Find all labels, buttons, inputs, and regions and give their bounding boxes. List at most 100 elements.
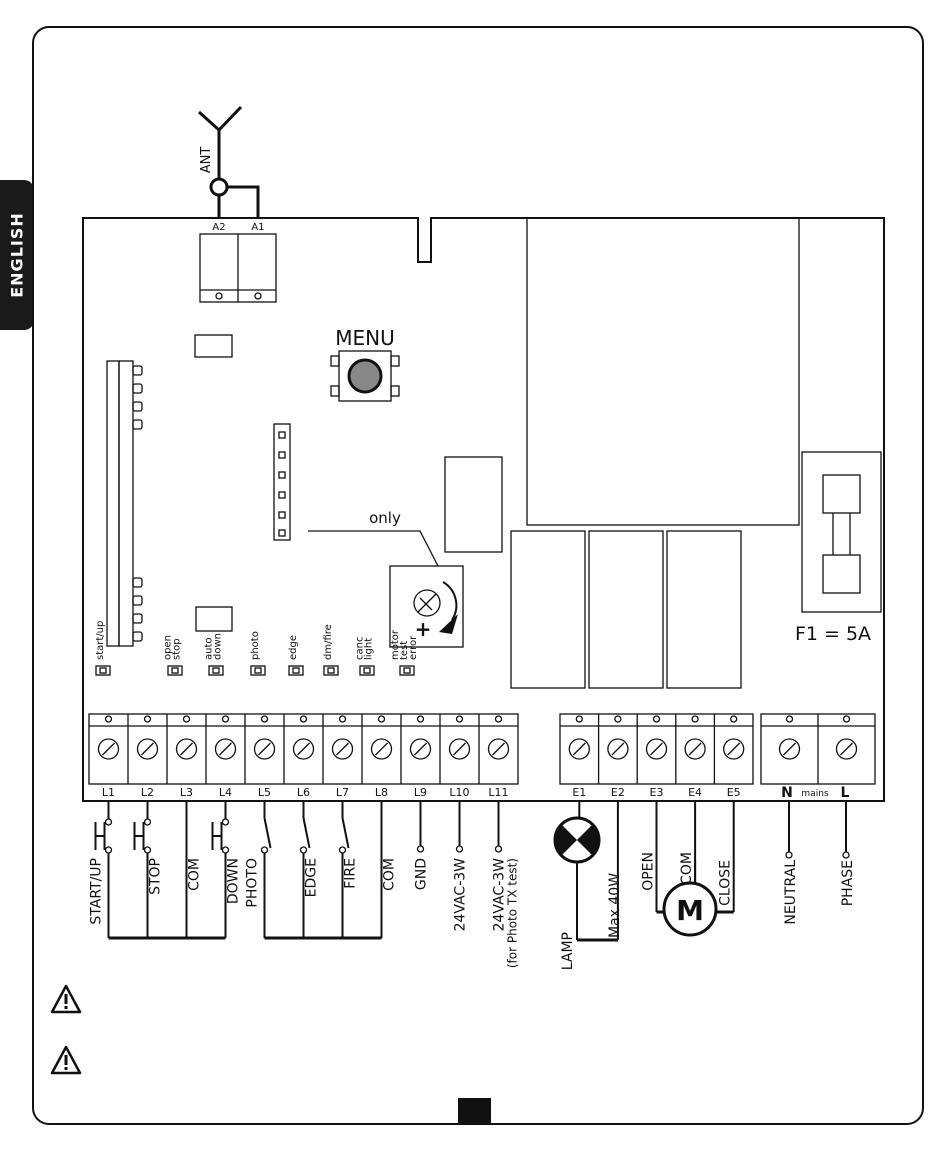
motor-close-label: CLOSE: [718, 860, 734, 906]
terminal-screw[interactable]: [778, 738, 801, 760]
led-label: start/up: [95, 621, 106, 660]
chip: [194, 334, 233, 358]
terminal-screw[interactable]: [175, 738, 198, 760]
terminal-a2-label: A2: [212, 222, 225, 233]
led: [359, 665, 375, 676]
wire-label-6: EDGE: [304, 858, 320, 897]
warning-icon: [50, 1045, 82, 1075]
capacitor: [444, 456, 503, 553]
wire-label-2: STOP: [148, 858, 164, 895]
terminal-label: L1: [102, 786, 115, 799]
wire-label-4: DOWN: [226, 858, 242, 904]
motor-symbol: M: [676, 894, 704, 927]
terminal-screw[interactable]: [97, 738, 120, 760]
motor-com-label: COM: [679, 852, 695, 885]
dip-switch: [195, 606, 233, 632]
relay-3: [666, 530, 742, 689]
relay-2: [588, 530, 664, 689]
phase-label: PHASE: [840, 860, 856, 906]
terminal-label: L4: [219, 786, 232, 799]
wire-label-9: GND: [414, 858, 430, 890]
terminal-screw[interactable]: [370, 738, 393, 760]
lamp-icon: [553, 816, 601, 864]
terminal-screw[interactable]: [723, 738, 745, 760]
motor-icon: [662, 881, 718, 937]
terminal-label: E2: [611, 786, 625, 799]
page-marker: [458, 1098, 491, 1124]
warning-icon: [50, 984, 82, 1014]
trimmer[interactable]: [413, 589, 441, 617]
terminal-label: L8: [375, 786, 388, 799]
left-connector: [106, 360, 120, 647]
terminal-label: L6: [297, 786, 310, 799]
connector-pins-top: [132, 365, 143, 430]
terminal-screw[interactable]: [568, 738, 590, 760]
led: [208, 665, 224, 676]
led-label: photo: [250, 631, 261, 660]
led: [323, 665, 339, 676]
mains-n-label: N: [781, 785, 793, 801]
wire-label-8: COM: [382, 858, 398, 891]
terminal-screw[interactable]: [684, 738, 706, 760]
wire-label-11-note: (for Photo TX test): [506, 858, 520, 968]
language-tab: ENGLISH: [0, 180, 34, 330]
mains-label: mains: [801, 789, 828, 799]
led: [288, 665, 304, 676]
fuse-icon: [801, 451, 882, 613]
led-label: error: [408, 635, 419, 660]
terminal-label: L2: [141, 786, 154, 799]
lamp-label: LAMP: [560, 932, 576, 970]
terminal-label: L11: [488, 786, 508, 799]
led-label: canc: [355, 637, 366, 660]
page-frame: [32, 26, 924, 1125]
wire-label-5: PHOTO: [245, 858, 261, 908]
trimmer-box: [389, 565, 464, 648]
wire-label-7: FIRE: [343, 858, 359, 889]
terminal-screw[interactable]: [136, 738, 159, 760]
fuse-label: F1 = 5A: [795, 623, 871, 645]
wire-label-3: COM: [187, 858, 203, 891]
terminal-screw[interactable]: [292, 738, 315, 760]
neutral-label: NEUTRAL: [783, 860, 799, 925]
terminal-screw[interactable]: [448, 738, 471, 760]
led-label: test: [399, 641, 410, 660]
terminal-screw[interactable]: [835, 738, 858, 760]
terminal-label: E1: [572, 786, 586, 799]
transformer: [526, 217, 800, 526]
terminal-screw[interactable]: [645, 738, 668, 760]
led-label: stop: [172, 638, 183, 660]
terminal-label: L3: [180, 786, 193, 799]
trimmer-note: only: [369, 509, 401, 527]
led: [250, 665, 266, 676]
terminal-screw[interactable]: [409, 738, 432, 760]
control-board: [82, 217, 885, 802]
antenna-icon: [197, 105, 260, 218]
terminal-screw[interactable]: [214, 738, 237, 760]
led: [167, 665, 183, 676]
led-label: auto: [204, 637, 215, 660]
menu-button-cap[interactable]: [347, 358, 383, 394]
terminal-label: L5: [258, 786, 271, 799]
led: [399, 665, 415, 676]
terminal-screw[interactable]: [607, 738, 629, 760]
terminal-screw[interactable]: [253, 738, 276, 760]
terminal-label: E5: [727, 786, 741, 799]
led-label: dm/fire: [323, 624, 334, 660]
terminal-a1-label: A1: [251, 222, 264, 233]
antenna-label: ANT: [199, 147, 214, 174]
pin-header: [273, 423, 291, 541]
terminal-label: E4: [688, 786, 702, 799]
wire-label-11: 24VAC-3W: [492, 858, 508, 932]
mains-l-label: L: [841, 785, 850, 801]
terminal-screw[interactable]: [331, 738, 354, 760]
led: [95, 665, 111, 676]
E-terminal-block: [559, 713, 754, 785]
terminal-label: L10: [449, 786, 469, 799]
menu-button[interactable]: [338, 350, 392, 402]
led-label: edge: [288, 635, 299, 660]
terminal-label: L9: [414, 786, 427, 799]
terminal-screw[interactable]: [487, 738, 510, 760]
